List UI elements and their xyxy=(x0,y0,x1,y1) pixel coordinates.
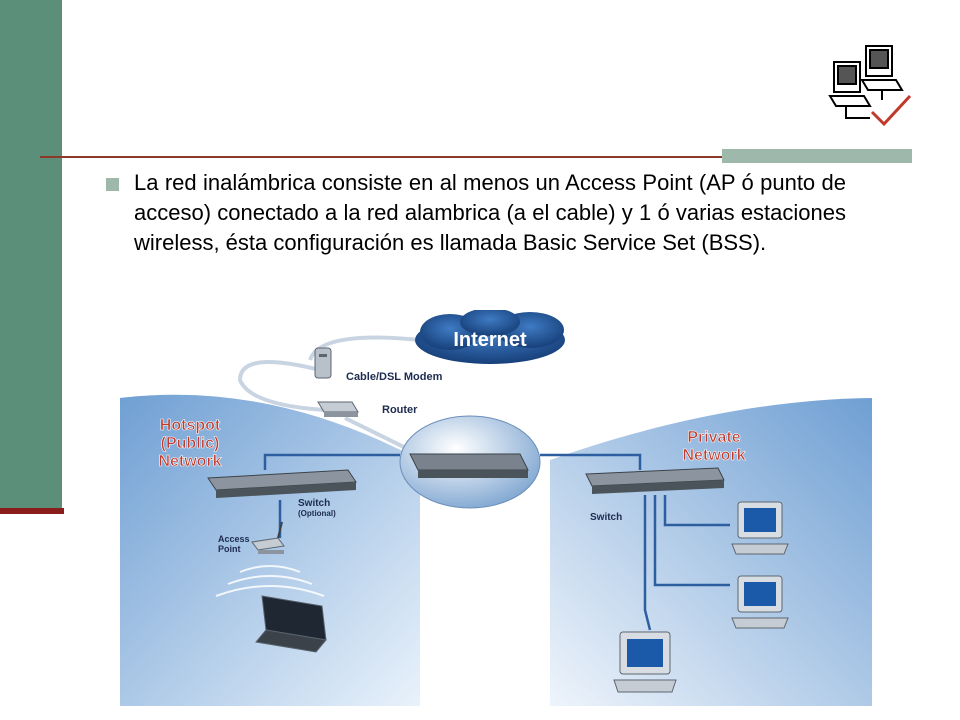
hotspot-label-line2: (Public) xyxy=(161,435,220,452)
access-point-label-line2: Point xyxy=(218,544,241,554)
hotspot-switch-icon xyxy=(207,469,357,498)
cable-hub-left-switch xyxy=(263,453,400,470)
bullet-text: La red inalámbrica consiste en al menos … xyxy=(134,170,846,255)
cable-right-switch-pc2 xyxy=(653,495,730,587)
desktop-computer-icon xyxy=(731,575,789,629)
modem-label: Cable/DSL Modem xyxy=(346,371,443,383)
central-hub-icon xyxy=(399,415,541,509)
bullet-marker xyxy=(106,178,119,191)
side-bar xyxy=(0,0,62,512)
router-label: Router xyxy=(382,404,418,416)
internet-label: Internet xyxy=(453,329,527,351)
network-computers-icon xyxy=(828,45,912,127)
hotspot-label-line3: Network xyxy=(158,453,221,470)
cable-internet-modem xyxy=(308,335,421,361)
desktop-computer-icon xyxy=(613,631,677,693)
side-bar-accent xyxy=(0,508,64,514)
switch-label-right: Switch xyxy=(590,512,622,523)
network-diagram: Internet Cable/DSL Modem Router Hotspot … xyxy=(120,310,872,706)
cable-modem-icon xyxy=(314,347,332,379)
cable-right-switch-pc3 xyxy=(643,495,652,631)
cable-modem-router xyxy=(237,360,326,412)
divider-accent-block xyxy=(722,149,912,163)
access-point-icon xyxy=(251,521,285,554)
cable-right-switch-pc1 xyxy=(663,495,730,527)
private-switch-icon xyxy=(585,467,725,494)
laptop-icon xyxy=(255,595,327,653)
bullet-item: La red inalámbrica consiste en al menos … xyxy=(106,168,846,258)
access-point-label-line1: Access xyxy=(218,534,250,544)
cable-hub-right-switch xyxy=(540,453,642,470)
switch-label-left: Switch xyxy=(298,498,330,509)
wireless-signal-icon xyxy=(215,565,325,597)
switch-optional-label: (Optional) xyxy=(298,509,336,518)
router-icon xyxy=(317,401,359,417)
hotspot-label-line1: Hotspot xyxy=(160,417,221,434)
private-label-line1: Private xyxy=(687,429,740,446)
internet-cloud: Internet xyxy=(415,310,565,364)
desktop-computer-icon xyxy=(731,501,789,555)
title-divider xyxy=(40,156,912,158)
private-label-line2: Network xyxy=(682,447,745,464)
